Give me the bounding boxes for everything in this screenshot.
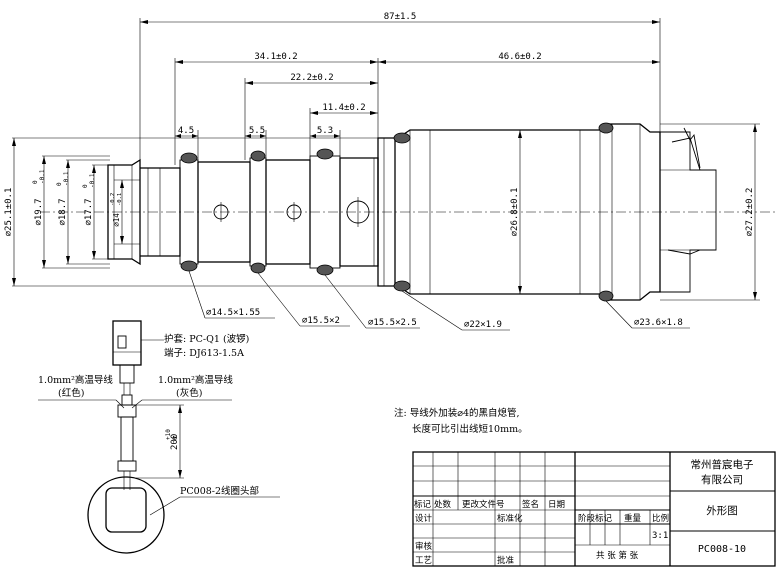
- wire-left-label: 1.0mm²高温导线: [38, 374, 113, 386]
- dim-dia-14: ⌀14: [112, 213, 121, 227]
- dim-11-4: 11.4±0.2: [322, 103, 365, 113]
- tol-17-7-bot: -0.1: [89, 173, 96, 188]
- wire-tol-bot: 0: [172, 436, 179, 440]
- o-rings: [180, 122, 614, 302]
- tol-18-7-bot: -0.1: [63, 171, 70, 186]
- dim-46-6: 46.6±0.2: [498, 52, 541, 62]
- dim-22-2: 22.2±0.2: [290, 73, 333, 83]
- o-ring-callouts: ⌀14.5×1.55 ⌀15.5×2 ⌀15.5×2.5 ⌀22×1.9 ⌀23…: [188, 270, 690, 331]
- tol-19-7-top: 0: [32, 180, 39, 184]
- dim-dia-18-7: ⌀18.7: [58, 198, 68, 225]
- dim-dia-19-7: ⌀19.7: [34, 198, 44, 225]
- dim-overall: 87±1.5: [384, 12, 417, 22]
- oring-4-label: ⌀22×1.9: [464, 320, 502, 330]
- horizontal-dimensions: 87±1.5 34.1±0.2 46.6±0.2 22.2±0.2 11.4±0…: [139, 12, 661, 165]
- dim-dia-17-7: ⌀17.7: [84, 198, 94, 225]
- wire-right-label: 1.0mm²高温导线: [158, 374, 233, 386]
- tb-company-1: 常州普宸电子: [691, 458, 754, 471]
- oring-1-label: ⌀14.5×1.55: [206, 308, 260, 318]
- terminal-label: 端子: DJ613-1.5A: [164, 347, 244, 359]
- oring-3-label: ⌀15.5×2.5: [368, 318, 417, 328]
- note-line-1: 注: 导线外加装⌀4的黑自熄管,: [394, 407, 520, 419]
- wire-length: 200: [170, 434, 180, 450]
- dim-dia-26-8: ⌀26.8±0.1: [510, 188, 520, 237]
- dim-4-5: 4.5: [178, 126, 194, 136]
- tol-14-top: -0.2: [110, 193, 116, 206]
- tb-h-mark: 标记: [414, 499, 432, 510]
- oring-5-label: ⌀23.6×1.8: [634, 318, 683, 328]
- tb-sheets: 共 张 第 张: [596, 550, 639, 561]
- tol-14-bot: -0.1: [117, 193, 123, 206]
- wire-left-color: (红色): [58, 387, 84, 399]
- tol-19-7-bot: -0.1: [39, 169, 46, 184]
- tb-h-count: 处数: [434, 499, 452, 510]
- tb-h-change: 更改文件号: [462, 499, 505, 510]
- sheath-label: 护套: PC-Q1 (波锣): [164, 333, 249, 345]
- dim-5-5: 5.5: [249, 126, 265, 136]
- wire-right-color: (灰色): [176, 387, 202, 399]
- tb-scale: 3:1: [652, 531, 668, 541]
- dim-dia-25-1: ⌀25.1±0.1: [4, 188, 14, 237]
- tol-18-7-top: 0: [56, 182, 63, 186]
- tb-h-ratio: 比例: [652, 513, 669, 524]
- tol-17-7-top: 0: [82, 184, 89, 188]
- tb-h-weight: 重量: [624, 513, 642, 524]
- title-block: 标记 处数 更改文件号 签名 日期 设计 标准化 审核 工艺 批准 阶段标记 重…: [412, 451, 776, 567]
- tb-company-2: 有限公司: [701, 473, 743, 486]
- tb-h-approve: 批准: [497, 555, 515, 566]
- oring-2-label: ⌀15.5×2: [302, 316, 340, 326]
- tb-h-check: 审核: [415, 541, 433, 552]
- tb-h-stage: 阶段标记: [578, 513, 613, 524]
- tb-h-standard: 标准化: [497, 513, 523, 524]
- dim-5-3: 5.3: [317, 126, 333, 136]
- note: 注: 导线外加装⌀4的黑自熄管, 长度可比引出线短10mm。: [394, 407, 528, 435]
- coil-head-label: PC008-2线圈头部: [180, 485, 259, 497]
- diameter-dimensions: ⌀25.1±0.1 ⌀19.7 0 -0.1 ⌀18.7 0 -0.1 ⌀17.…: [4, 123, 760, 301]
- connector-detail: 护套: PC-Q1 (波锣) 端子: DJ613-1.5A 1.0mm²高温导线…: [38, 320, 280, 554]
- tb-h-date: 日期: [548, 500, 565, 510]
- tb-h-design: 设计: [415, 513, 433, 524]
- tb-drawing-title: 外形图: [706, 505, 738, 517]
- note-line-2: 长度可比引出线短10mm。: [412, 423, 528, 435]
- dim-dia-27-2: ⌀27.2±0.2: [745, 188, 755, 237]
- tb-drawing-no: PC008-10: [698, 544, 746, 555]
- dim-34-1: 34.1±0.2: [254, 52, 297, 62]
- tb-h-process: 工艺: [415, 556, 432, 566]
- wire-tol-top: +10: [165, 429, 172, 440]
- tb-h-sign: 签名: [522, 499, 539, 510]
